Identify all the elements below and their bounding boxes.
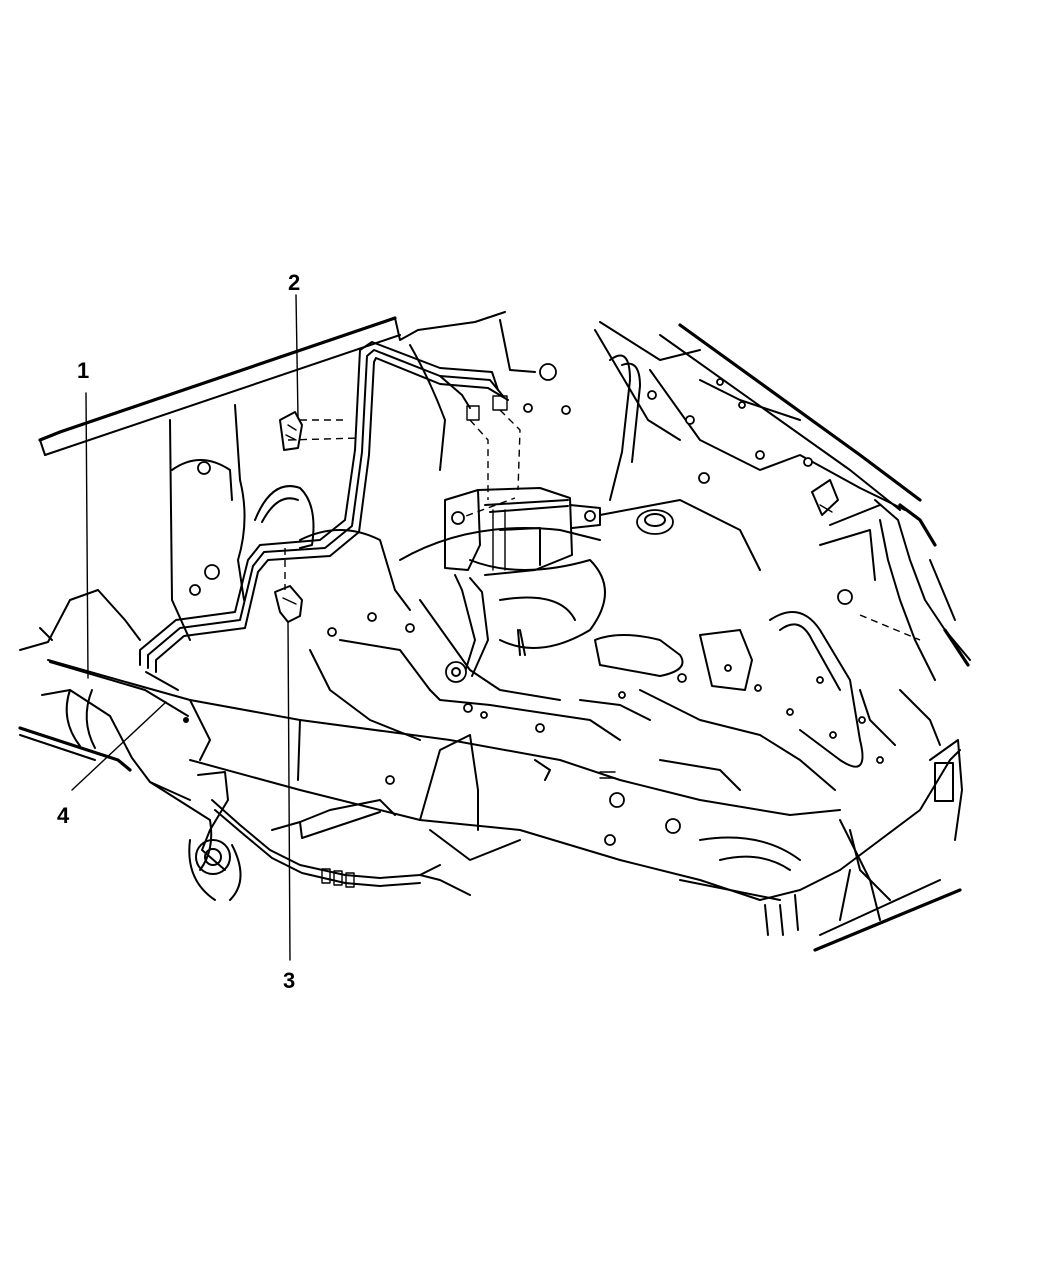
callout-2: 2 [288,270,301,295]
left-fender-outline [38,316,401,641]
part-3-fitting [274,585,303,623]
callout-1: 1 [77,358,90,383]
brake-line-tubing [49,341,509,717]
callout-3: 3 [283,968,296,993]
inner-floor [299,499,941,791]
front-frame-rail [189,699,963,952]
callout-4: 4 [57,803,70,828]
part-2-bracket [279,411,303,451]
left-lower-panel [18,589,213,871]
brake-hose-assembly [183,717,471,901]
right-fender [811,479,971,681]
callout-leaders [71,294,299,961]
abs-module [444,487,601,683]
firewall-panel [394,311,922,511]
